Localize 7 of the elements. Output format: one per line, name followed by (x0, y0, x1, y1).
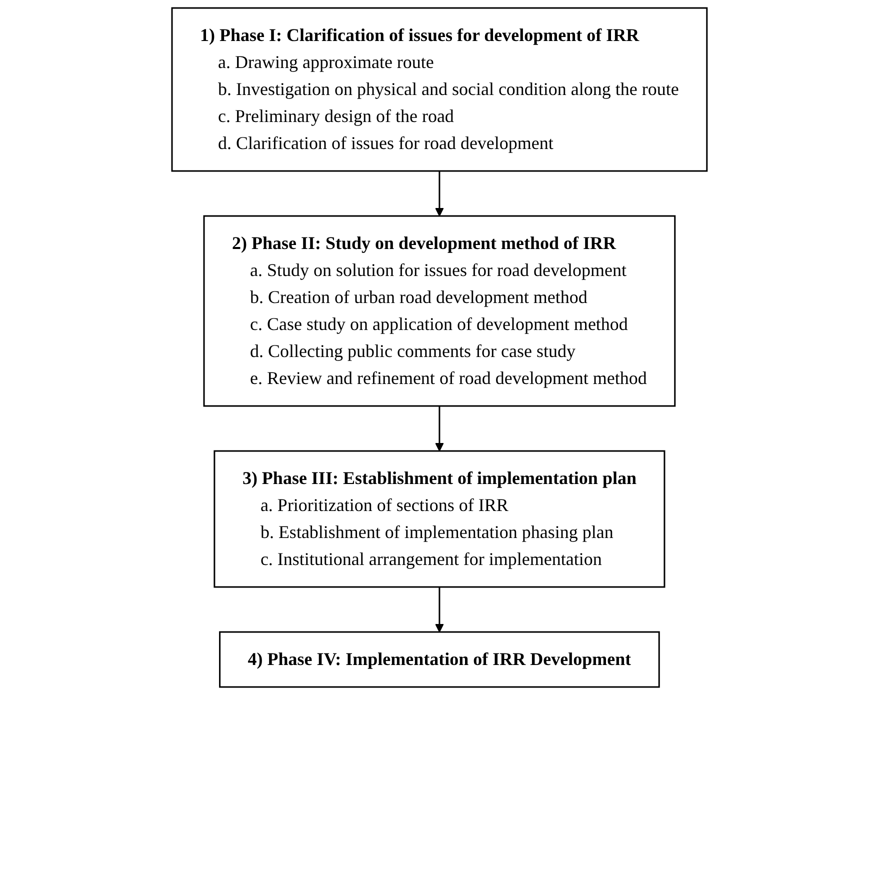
node-box: 1) Phase I: Clarification of issues for development of IRR a. Drawing approximate route b. Investigation on physical and social condition along the route c. Preliminary design of the road d. Clarification of issues for road development (171, 7, 708, 172)
arrow (435, 587, 444, 632)
node-box: 2) Phase II: Study on development method of IRR a. Study on solution for issues for road development b. Creation of urban road development method c. Case study on application of development method d. Collecting public comments for case study e. Review and refinement of road development method (203, 215, 676, 407)
node-box: 4) Phase IV: Implementation of IRR Development (219, 631, 660, 688)
node-box: 3) Phase III: Establishment of implementation plan a. Prioritization of sections of IRR b. Establishment of implementation phasing plan c. Institutional arrangement for implementation (214, 450, 666, 588)
arrow (435, 406, 444, 452)
arrow (435, 171, 444, 216)
